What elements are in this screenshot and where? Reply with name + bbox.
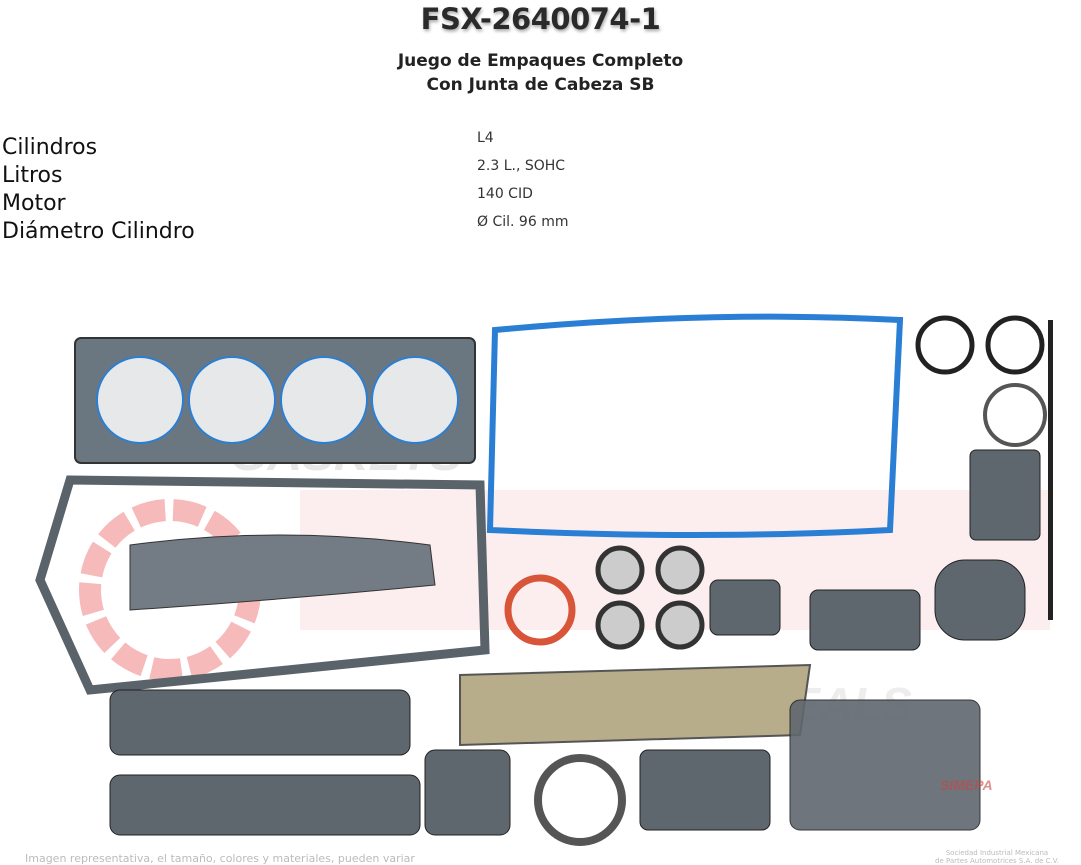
description-line-2: Con Junta de Cabeza SB <box>426 75 655 95</box>
specs-table: Cilindros L4 Litros 2.3 L., SOHC Motor 1… <box>2 130 702 246</box>
rear-main-seal <box>504 574 576 646</box>
gasket-set-photo: GASKETS OIL SEALS SIMEPA <box>35 313 1053 846</box>
spec-row-cilindros: Cilindros L4 <box>2 130 702 162</box>
svg-text:SIMEPA: SIMEPA <box>940 777 993 793</box>
exhaust-manifold-gasket <box>459 663 812 747</box>
spec-value: Ø Cil. 96 mm <box>477 214 569 230</box>
seal-ring <box>985 315 1045 375</box>
misc-gaskets <box>109 449 1041 846</box>
valve-cover-gasket <box>35 475 490 695</box>
spec-row-motor: Motor 140 CID <box>2 186 702 218</box>
manufacturer-credit: Sociedad Industrial Mexicana de Partes A… <box>935 849 1059 865</box>
spec-value: L4 <box>477 130 494 146</box>
spec-value: 140 CID <box>477 186 533 202</box>
spec-label: Cilindros <box>2 135 98 160</box>
head-gasket <box>74 337 476 464</box>
seal-ring <box>915 315 975 375</box>
product-description: Juego de Empaques Completo Con Junta de … <box>0 49 1081 97</box>
part-number-title: FSX-2640074-1 <box>420 2 661 36</box>
oil-seals <box>595 545 705 650</box>
spec-row-diametro: Diámetro Cilindro Ø Cil. 96 mm <box>2 214 702 246</box>
maker-line-2: de Partes Automotrices S.A. de C.V. <box>935 857 1059 865</box>
oil-pan-gasket <box>486 313 904 538</box>
intake-gasket <box>129 534 436 611</box>
spec-value: 2.3 L., SOHC <box>477 158 566 174</box>
spec-row-litros: Litros 2.3 L., SOHC <box>2 158 702 190</box>
seal-ring <box>983 383 1047 447</box>
maker-line-1: Sociedad Industrial Mexicana <box>945 849 1049 857</box>
spec-label: Motor <box>2 191 66 216</box>
description-line-1: Juego de Empaques Completo <box>397 51 684 71</box>
spec-label: Litros <box>2 163 63 188</box>
image-disclaimer: Imagen representativa, el tamaño, colore… <box>25 852 415 865</box>
spec-label: Diámetro Cilindro <box>2 219 195 244</box>
